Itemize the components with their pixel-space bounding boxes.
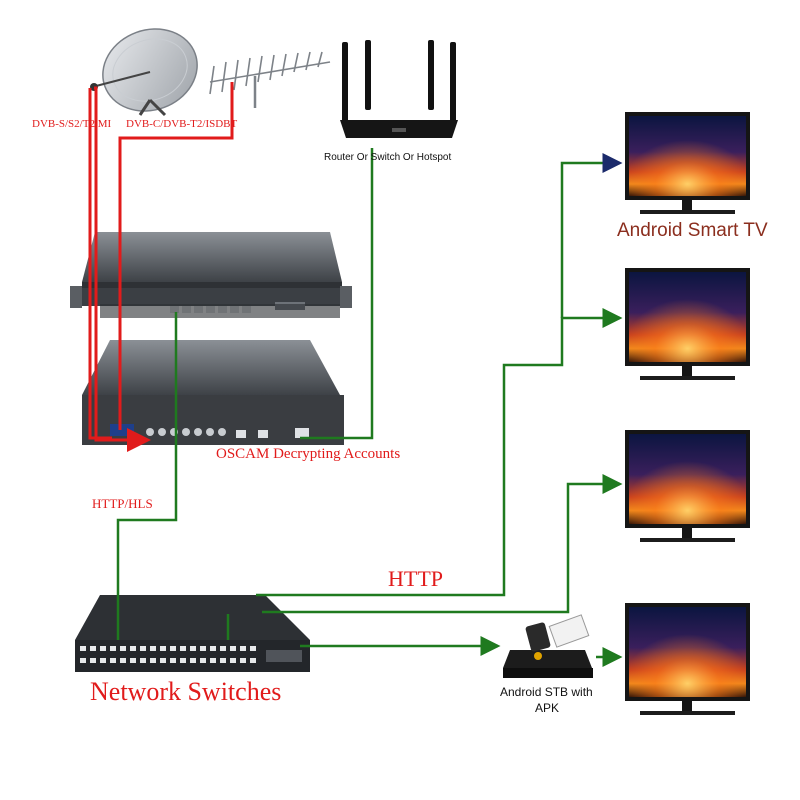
smart-tv-label: Android Smart TV: [617, 220, 768, 241]
rack-server-icon: [82, 340, 344, 445]
network-lines: [116, 148, 623, 667]
rack-server-icon: [70, 232, 352, 318]
terrestrial-label: DVB-C/DVB-T2/ISDBT: [126, 118, 238, 130]
stb-label-line2: APK: [535, 701, 559, 715]
tv-icon: [625, 112, 750, 214]
network-switches-label: Network Switches: [90, 677, 281, 706]
tv-icon: [625, 603, 750, 715]
router-label: Router Or Switch Or Hotspot: [324, 152, 451, 163]
android-stb-icon: [503, 614, 593, 678]
tv-icon: [625, 430, 750, 542]
http-hls-label: HTTP/HLS: [92, 496, 153, 511]
tv-icon: [625, 268, 750, 380]
oscam-label: OSCAM Decrypting Accounts: [216, 446, 400, 462]
stb-label-line1: Android STB with: [500, 685, 593, 699]
http-label: HTTP: [388, 566, 443, 591]
yagi-antenna-icon: [209, 51, 331, 108]
rf-signal-lines: [88, 82, 234, 452]
satellite-label: DVB-S/S2/T2 MI: [32, 118, 111, 130]
network-switch-icon: [75, 595, 310, 672]
satellite-dish-icon: [90, 28, 198, 117]
wifi-router-icon: [340, 40, 458, 138]
